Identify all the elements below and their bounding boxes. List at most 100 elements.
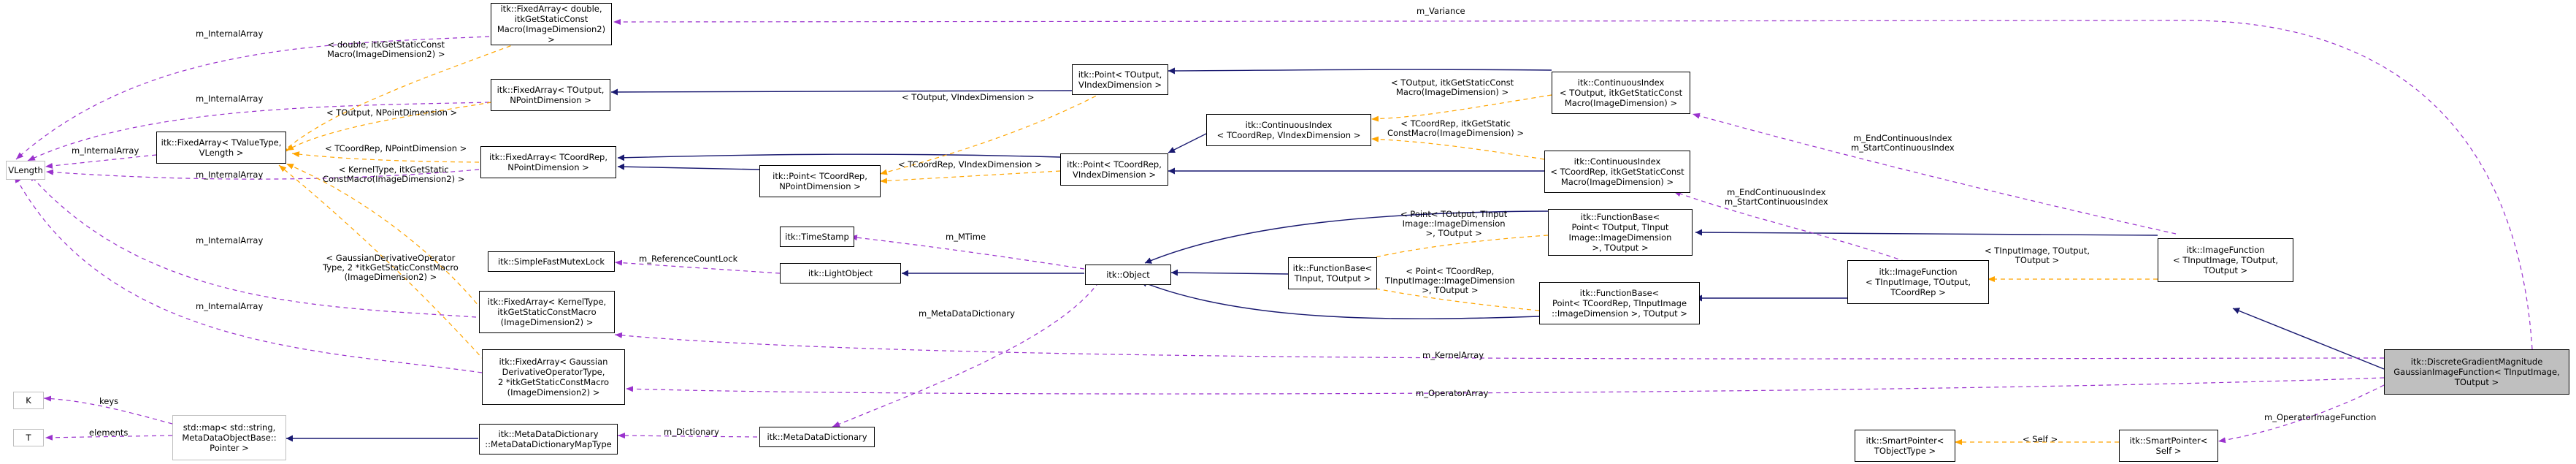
edge-m-referencecountlock (614, 259, 781, 274)
node-timestamp[interactable]: itk::TimeStamp (780, 227, 854, 247)
node-imagefunction[interactable]: itk::ImageFunction < TInputImage, TOutpu… (2158, 238, 2293, 282)
edge-tmpl-continuousindex-tcoordrep (1371, 136, 1545, 160)
edge-point-tcoordrep-v-to-fixedarray-tcoordrep (617, 153, 1061, 161)
edge-tmpl-double (280, 39, 526, 154)
edge-elements (45, 434, 173, 441)
edge-m-endcontinuousindex-1 (1692, 113, 2177, 235)
node-continuousindex-tcoordrep[interactable]: itk::ContinuousIndex < TCoordRep, itkGet… (1544, 151, 1690, 193)
edge-label-tcoordrep-vindex: < TCoordRep, VIndexDimension > (898, 159, 1042, 170)
node-point-tcoordrep-v[interactable]: itk::Point< TCoordRep, VIndexDimension > (1060, 153, 1168, 186)
edge-label-kerneltype-macro: < KernelType, itkGetStatic ConstMacro(Im… (323, 164, 465, 184)
edge-label-m-internalarray-4: m_InternalArray (196, 170, 264, 180)
node-smartpointer-tobject[interactable]: itk::SmartPointer< TObjectType > (1855, 430, 1955, 462)
edge-label-m-metadatadictionary: m_MetaDataDictionary (919, 308, 1015, 319)
edge-label-tcoordrep-npoint: < TCoordRep, NPointDimension > (325, 143, 467, 153)
node-point-tcoordrep-n[interactable]: itk::Point< TCoordRep, NPointDimension > (759, 165, 881, 197)
node-point-toutput[interactable]: itk::Point< TOutput, VIndexDimension > (1072, 64, 1168, 95)
edge-m-endcontinuousindex-2 (1673, 191, 1906, 262)
node-fixedarray-vlength[interactable]: itk::FixedArray< TValueType, VLength > (156, 132, 286, 164)
node-mutexlock[interactable]: itk::SimpleFastMutexLock (488, 251, 615, 272)
edge-label-m-endcontinuousindex-1: m_EndContinuousIndex m_StartContinuousIn… (1851, 133, 1955, 153)
edge-label-m-endcontinuousindex-2: m_EndContinuousIndex m_StartContinuousIn… (1725, 187, 1828, 207)
edge-tmpl-functionbase-point-toutput (1346, 235, 1549, 265)
edge-label-m-operatorimagefunction: m_OperatorImageFunction (2264, 412, 2377, 422)
inheritance-edges (286, 67, 2385, 442)
edge-m-metadatadictionary (832, 281, 1100, 427)
node-fixedarray-tcoordrep[interactable]: itk::FixedArray< TCoordRep, NPointDimens… (480, 146, 616, 178)
node-functionbase-point-toutput[interactable]: itk::FunctionBase< Point< TOutput, TInpu… (1548, 209, 1693, 256)
edge-label-self: < Self > (2023, 434, 2058, 444)
edge-continuousindex-v-to-point-tcoordrep-v (1168, 131, 1211, 153)
edge-label-m-variance: m_Variance (1417, 6, 1465, 16)
edge-label-m-dictionary: m_Dictionary (664, 427, 719, 437)
edge-tmpl-toutput (285, 102, 492, 151)
edge-label-m-internalarray-5: m_InternalArray (196, 235, 264, 246)
edge-functionbase-point-tcoordrep-to-object (1140, 281, 1540, 319)
edge-tmpl-point-toutput-vindex (879, 84, 1118, 175)
edge-tmpl-kerneltype (285, 163, 483, 311)
edge-imagefunction-to-functionbase-point-toutput (1695, 229, 2158, 236)
edge-label-elements: elements (89, 427, 129, 438)
usage-edges (14, 18, 2533, 444)
node-t[interactable]: T (13, 429, 44, 446)
node-discrete-gradient-magnitude-gaussian-image-function[interactable]: itk::DiscreteGradientMagnitude GaussianI… (2384, 349, 2569, 395)
node-functionbase-tinput[interactable]: itk::FunctionBase< TInput, TOutput > (1288, 257, 1377, 289)
node-lightobject[interactable]: itk::LightObject (780, 263, 901, 284)
edge-label-gaussian-macro: < GaussianDerivativeOperator Type, 2 *it… (323, 253, 459, 282)
edge-point-toutput-to-fixedarray-toutput (610, 88, 1073, 96)
edge-label-toutput-npoint: < TOutput, NPointDimension > (326, 107, 458, 118)
node-fixedarray-gaussian[interactable]: itk::FixedArray< Gaussian DerivativeOper… (482, 349, 625, 405)
edge-tmpl-tcoordrep (291, 151, 480, 163)
node-fixedarray-double[interactable]: itk::FixedArray< double, itkGetStaticCon… (491, 3, 612, 45)
edge-label-point-toutput-tinput: < Point< TOutput, TInput Image::ImageDim… (1400, 209, 1508, 238)
edge-m-internalarray-1 (15, 36, 490, 160)
edge-tmpl-continuousindex-toutput (1371, 94, 1552, 122)
node-fixedarray-toutput[interactable]: itk::FixedArray< TOutput, NPointDimensio… (491, 79, 610, 111)
node-functionbase-point-tcoordrep[interactable]: itk::FunctionBase< Point< TCoordRep, TIn… (1539, 282, 1700, 324)
edge-label-m-operatorarray: m_OperatorArray (1416, 388, 1489, 398)
edge-label-point-tcoordrep-tinput: < Point< TCoordRep, TInputImage::ImageDi… (1385, 266, 1515, 295)
node-metadatadict-map[interactable]: itk::MetaDataDictionary ::MetaDataDictio… (479, 424, 618, 455)
edge-label-toutput-vindex: < TOutput, VIndexDimension > (902, 92, 1035, 102)
edge-label-m-internalarray-6: m_InternalArray (196, 301, 264, 311)
edge-label-m-kernelarray: m_KernelArray (1422, 350, 1484, 360)
edge-m-internalarray-6 (14, 175, 483, 373)
edge-m-dictionary (617, 433, 758, 439)
edge-label-m-internalarray-1: m_InternalArray (196, 28, 264, 39)
edge-m-internalarray-2 (27, 102, 490, 161)
node-k[interactable]: K (13, 392, 44, 409)
edge-m-internalarray-3 (45, 154, 157, 169)
node-vlength[interactable]: VLength (6, 161, 45, 180)
edge-point-tcoordrep-n-to-fixedarray-tcoordrep (617, 163, 760, 170)
node-stdmap[interactable]: std::map< std::string, MetaDataObjectBas… (172, 415, 286, 460)
edge-label-tinputimage-toutput: < TInputImage, TOutput, TOutput > (1985, 246, 2090, 265)
edge-tmpl-gaussian (278, 164, 486, 362)
node-metadatadictionary[interactable]: itk::MetaDataDictionary (759, 427, 875, 447)
edge-label-m-mtime: m_MTime (946, 232, 986, 242)
edge-m-operatorarray (625, 377, 2385, 395)
edge-functionbase-tinput-to-object (1170, 269, 1289, 276)
edge-label-m-referencecountlock: m_ReferenceCountLock (639, 254, 738, 264)
node-continuousindex-toutput[interactable]: itk::ContinuousIndex < TOutput, itkGetSt… (1552, 72, 1690, 114)
edge-keys (43, 395, 173, 425)
edge-label-tcoordrep-static: < TCoordRep, itkGetStatic ConstMacro(Ima… (1387, 118, 1525, 138)
edge-m-kernelarray (614, 332, 2385, 360)
edge-m-internalarray-5 (28, 173, 477, 318)
node-smartpointer-self[interactable]: itk::SmartPointer< Self > (2119, 430, 2218, 462)
edge-m-operatorimagefunction (2217, 384, 2385, 444)
edge-functionbase-point-toutput-to-object (1144, 210, 1549, 264)
edge-label-toutput-static: < TOutput, itkGetStaticConst Macro(Image… (1391, 77, 1514, 97)
node-continuousindex-v[interactable]: itk::ContinuousIndex < TCoordRep, VIndex… (1206, 114, 1371, 146)
node-object[interactable]: itk::Object (1085, 265, 1171, 285)
edge-continuousindex-toutput-to-point-toutput (1168, 67, 1552, 75)
edge-m-mtime (849, 235, 1085, 270)
edge-main-to-imagefunction (2232, 308, 2385, 370)
edge-label-m-internalarray-2: m_InternalArray (196, 94, 264, 104)
node-imagefunction-tcoordrep[interactable]: itk::ImageFunction < TInputImage, TOutpu… (1847, 260, 1989, 304)
node-fixedarray-kerneltype[interactable]: itk::FixedArray< KernelType, itkGetStati… (479, 291, 615, 333)
edge-tmpl-point-tcoordrep-vindex (879, 170, 1061, 184)
edge-label-double-macro: < double, itkGetStaticConst Macro(ImageD… (327, 39, 445, 59)
edge-label-m-internalarray-3: m_InternalArray (72, 145, 139, 156)
edge-label-keys: keys (99, 396, 119, 406)
